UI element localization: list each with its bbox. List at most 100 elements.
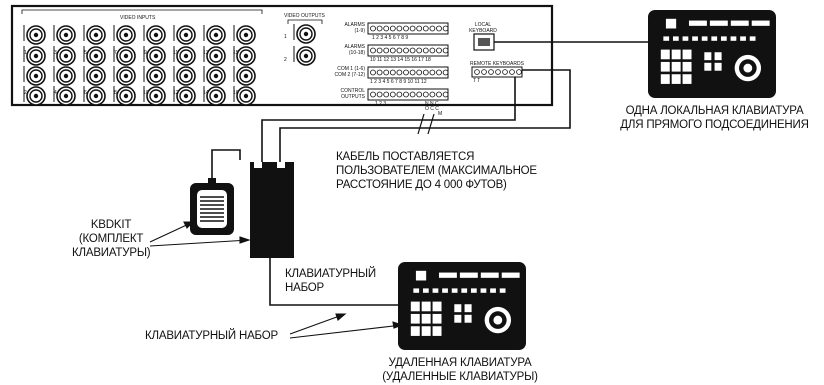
com-numbers: 1 2 3 4 5 6 7 8 9 10 11 12 [370,79,427,85]
control-outputs-occ: O C C [425,106,439,112]
keyboard-key [501,272,520,278]
terminal-screw [436,69,442,76]
terminal-screw [389,91,396,98]
keyboard-key [432,326,442,336]
terminal-screw [370,69,376,76]
keyboard-key [480,272,499,278]
video-input-connector [83,25,106,45]
keyboard-key [714,62,722,71]
keyboard-key [704,52,712,61]
cables [211,41,652,306]
keyboard-key [461,288,468,293]
terminal-screw [403,25,409,32]
input-number-16: 16 [233,90,239,96]
keyboard-key [464,304,472,313]
terminal-screws [370,25,449,98]
keyboard-key [464,314,472,323]
video-output-connector [293,24,316,44]
terminal-screw [442,47,449,54]
terminal-screw [403,47,409,54]
terminal-screw [416,69,423,76]
keyboard-key [499,288,506,293]
keyboard-set-box [250,162,294,258]
keyboard-key [671,49,681,60]
kbdkit-arrow-2 [149,239,250,247]
terminal-screw [409,91,416,98]
remote-keyboards-pins: T T [473,78,481,84]
terminal-screw [396,91,403,98]
terminal-screw [416,47,423,54]
terminal-screw [383,69,390,76]
alarms-2-numbers: 10 11 12 13 14 15 16 17 18 [370,57,431,63]
terminal-screw [422,47,429,54]
remote-keyboards-terminal [471,66,523,78]
video-input-connector [173,86,196,106]
keyboard-key [751,20,770,26]
com-label: COM 1 (1-6)COM 2 (7-12) [334,66,365,78]
keyboard-key [682,49,692,60]
keyboard-key [421,313,431,324]
remote-cable-outer [279,69,571,165]
keyboard-key [432,313,442,324]
input-number-14: 14 [203,90,209,96]
keyboard-key [660,49,670,60]
terminal-screw [429,25,436,32]
terminal-screw [422,91,429,98]
alarms-2-terminal [367,44,449,57]
video-input-connector [173,66,196,86]
terminal-screw [409,25,416,32]
video-input-connector [173,46,196,66]
video-input-connector [143,46,166,66]
terminal-screw [403,69,409,76]
terminal-screw [429,69,436,76]
alarms-1-numbers: 1 2 3 4 5 6 7 8 9 [372,35,409,41]
video-input-connector [143,86,166,106]
terminal-screw [403,91,409,98]
video-inputs-label: VIDEO INPUTS [120,15,156,21]
video-input-connector [173,25,196,45]
video-input-connector [83,46,106,66]
local-keyboard-jack-inner [478,38,490,46]
terminal-screw [409,69,416,76]
terminal-screw [422,25,429,32]
terminal-screw [370,25,376,32]
keyboard-key [459,272,478,278]
keyboard-key [704,62,712,71]
input-number-7: 7 [114,50,117,56]
terminal-screw [389,47,396,54]
keyboard-key [701,36,708,41]
keyboard-key [470,288,477,293]
alarms-1-label: ALARMS(1-9) [344,22,365,34]
video-input-connector [23,86,46,106]
keyboard-key [720,36,727,41]
keyboard-key [740,36,746,41]
terminal-screw [383,91,390,98]
terminal-screw [376,91,383,98]
input-number-6: 6 [84,90,87,96]
remote-keyboard-cable [269,258,402,306]
kbset-arrow-2 [289,324,403,339]
input-number-15: 15 [233,50,239,56]
video-outputs-label: VIDEO OUTPUTS [284,13,325,19]
video-input-connector [83,66,106,86]
keyboard-key [410,326,420,336]
keyboard-key [451,288,458,293]
local-keyboard-icon [648,10,776,98]
video-outputs-bracket [287,19,323,24]
keyboard-key [660,74,670,84]
keyboard-key [749,36,756,41]
output-number-1: 1 [284,34,287,40]
video-input-connector [53,46,76,66]
keyboard-key [413,288,420,293]
remote-keyboard-icon [398,262,526,350]
terminal-screw [429,47,436,54]
keyboard-key [730,36,737,41]
keyboard-key [714,52,722,61]
keyboard-key [711,36,718,41]
video-input-connector [23,66,46,86]
terminal-screw [442,25,449,32]
terminal-screw [383,47,390,54]
cable-break-1 [417,113,425,135]
